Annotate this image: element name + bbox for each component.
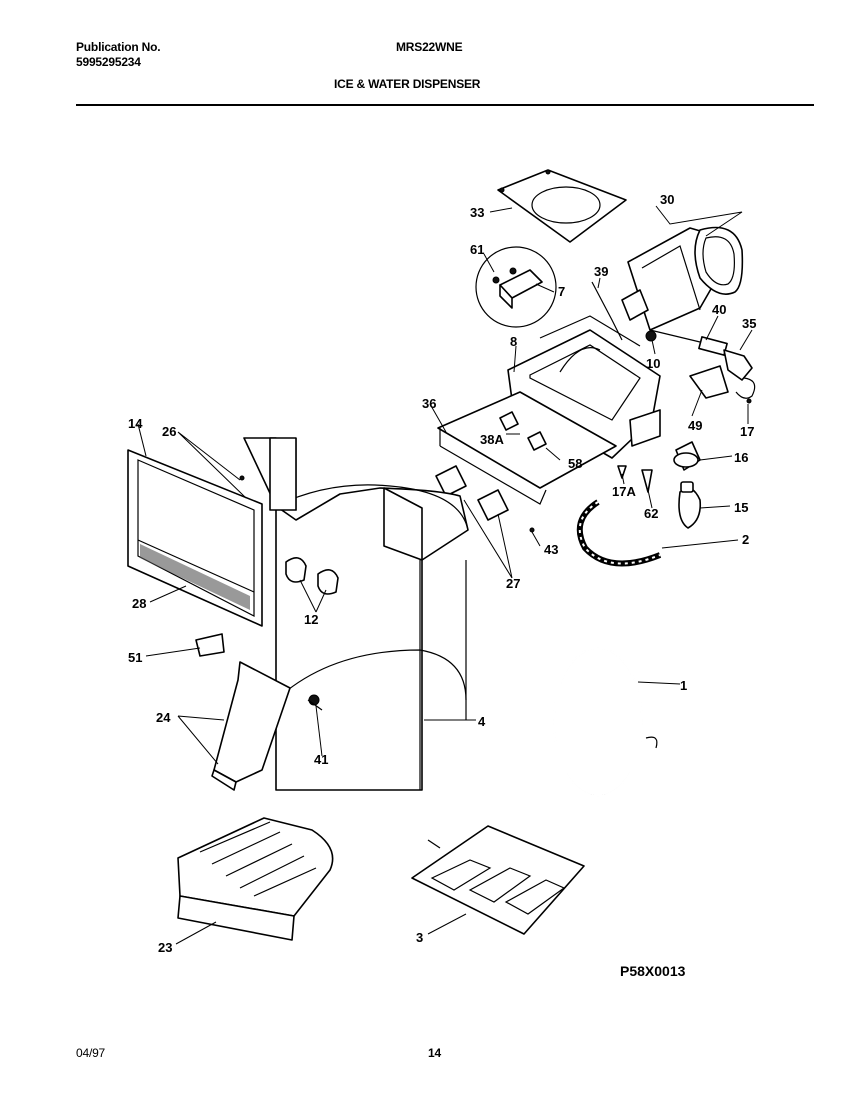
callout-15: 15 (734, 500, 748, 515)
part-49-bracket (689, 365, 729, 399)
part-51-lever-pad (195, 633, 225, 657)
header-rule (76, 104, 814, 106)
model-number: MRS22WNE (396, 40, 463, 54)
callout-3: 3 (416, 930, 423, 945)
callout-26: 26 (162, 424, 176, 439)
callout-2: 2 (742, 532, 749, 547)
leader-lines (137, 205, 753, 945)
callout-23: 23 (158, 940, 172, 955)
callout-38a: 38A (480, 432, 504, 447)
part-27-clip-left (435, 465, 467, 497)
drawing-code: P58X0013 (620, 963, 686, 979)
callout-33: 33 (470, 205, 484, 220)
part-7-switch-detail (475, 246, 557, 328)
part-35-solenoid (649, 329, 756, 399)
footer-date: 04/97 (76, 1046, 106, 1060)
part-23-drip-grille (177, 817, 334, 941)
part-41-spring (307, 694, 323, 711)
part-12-clips (285, 557, 339, 595)
callout-39: 39 (594, 264, 608, 279)
callout-8: 8 (510, 334, 517, 349)
part-2-wire-harness (576, 499, 662, 567)
part-36-control-panel (437, 391, 617, 505)
part-3-heater (411, 825, 585, 935)
callout-17a: 17A (612, 484, 636, 499)
part-1-gasket (553, 647, 658, 797)
part-8-dispenser-housing (507, 315, 661, 459)
section-title: ICE & WATER DISPENSER (334, 77, 481, 91)
part-39-spring (591, 281, 623, 341)
part-4-dispenser-body (243, 437, 469, 791)
part-27-clip-right (477, 489, 509, 521)
part-17-screw (746, 398, 752, 404)
callout-58: 58 (568, 456, 582, 471)
callout-14: 14 (128, 416, 143, 431)
callout-41: 41 (314, 752, 328, 767)
callout-30: 30 (660, 192, 674, 207)
callout-28: 28 (132, 596, 146, 611)
part-14-control-frame (127, 449, 263, 627)
callout-24: 24 (156, 710, 171, 725)
callout-16: 16 (734, 450, 748, 465)
callout-4: 4 (478, 714, 486, 729)
part-24-actuator (211, 661, 291, 791)
publication-label: Publication No. (76, 40, 161, 54)
callout-35: 35 (742, 316, 756, 331)
publication-number: 5995295234 (76, 55, 141, 69)
part-17a-screw (617, 465, 627, 479)
callout-17: 17 (740, 424, 754, 439)
callout-27: 27 (506, 576, 520, 591)
part-30-chute-door (621, 226, 744, 331)
part-10-bushing (645, 330, 657, 342)
part-43-screw (529, 527, 535, 533)
callout-7: 7 (558, 284, 565, 299)
callout-1: 1 (680, 678, 687, 693)
callout-36: 36 (422, 396, 436, 411)
part-26-screw (239, 475, 245, 481)
callout-40: 40 (712, 302, 726, 317)
callout-49: 49 (688, 418, 702, 433)
callout-labels: 33 30 61 39 7 40 35 8 10 36 49 17 14 26 … (128, 192, 756, 955)
part-62-screw (641, 469, 653, 493)
page-number: 14 (428, 1046, 441, 1060)
part-15-light-bulb (678, 481, 702, 529)
callout-51: 51 (128, 650, 142, 665)
part-16-light-socket (673, 441, 701, 471)
part-33-cover-plate (497, 169, 627, 243)
callout-61: 61 (470, 242, 484, 257)
callout-62: 62 (644, 506, 658, 521)
callout-12: 12 (304, 612, 318, 627)
callout-10: 10 (646, 356, 660, 371)
callout-43: 43 (544, 542, 558, 557)
